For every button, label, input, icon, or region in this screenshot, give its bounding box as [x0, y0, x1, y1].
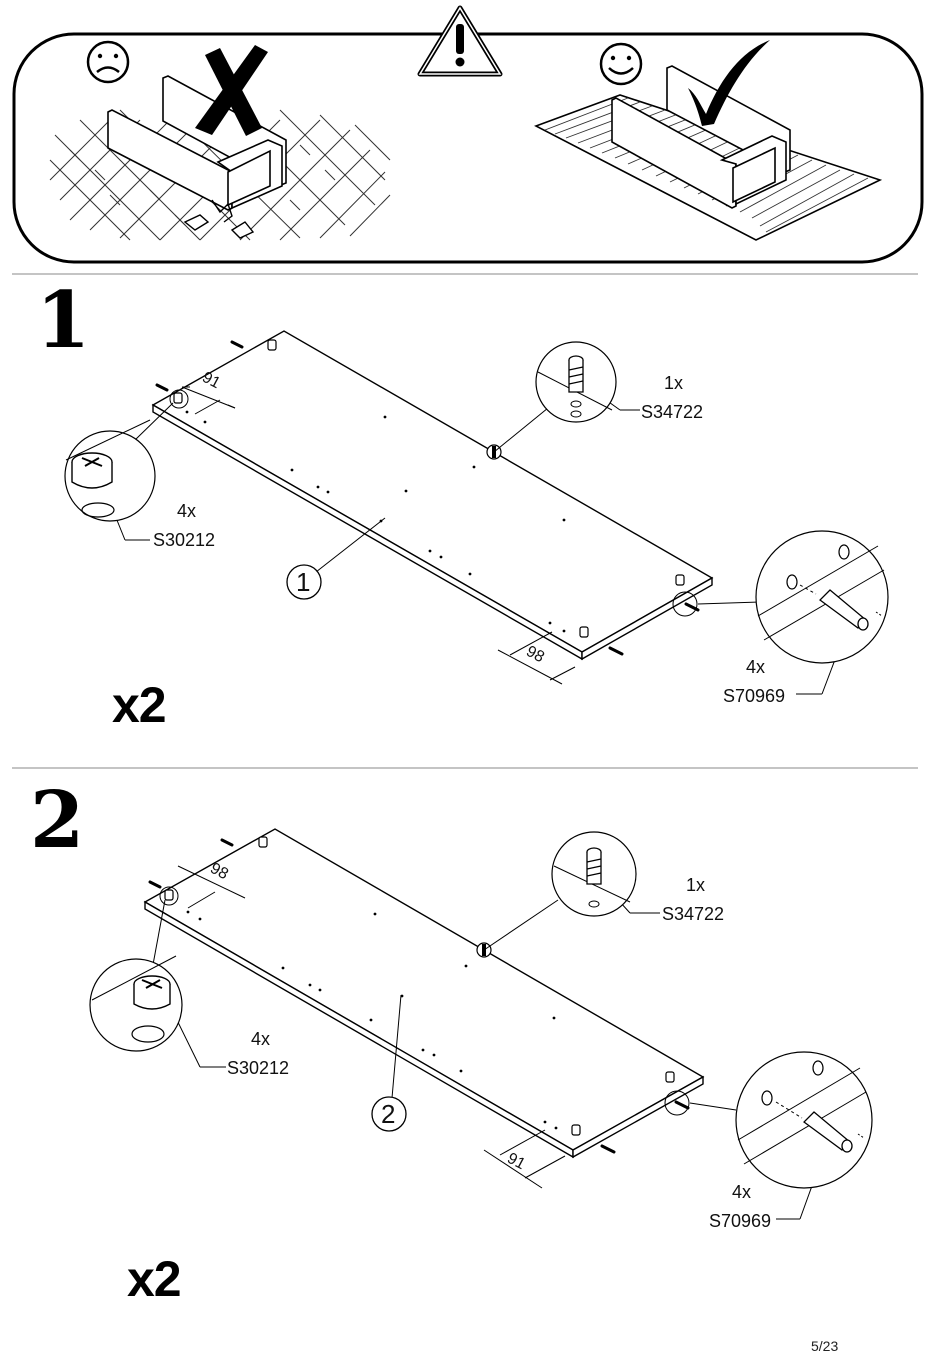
- detail-cam-lock: [64, 419, 156, 522]
- hardware-qty: 4x: [746, 657, 766, 677]
- quantity-multiplier: x2: [112, 677, 167, 733]
- detail-cam-lock: [89, 955, 183, 1052]
- hardware-code: S34722: [641, 402, 704, 422]
- hardware-code: S34722: [662, 904, 725, 924]
- box-correct: [611, 65, 791, 209]
- hardware-code: S70969: [723, 686, 786, 706]
- detail-cam-bolt: [551, 831, 637, 917]
- part-callout-number: 2: [381, 1099, 396, 1129]
- cross-mark-icon: [195, 45, 268, 136]
- step-number: 1: [36, 275, 91, 366]
- happy-face-icon: [599, 42, 643, 86]
- quantity-multiplier: x2: [127, 1251, 182, 1307]
- hardware-qty: 4x: [251, 1029, 271, 1049]
- box-wrong: [107, 75, 287, 211]
- hardware-qty: 1x: [686, 875, 706, 895]
- page-number: 5/23: [811, 1338, 839, 1354]
- step-number: 2: [30, 775, 85, 866]
- warning-triangle-icon: [417, 5, 503, 77]
- hardware-qty: 4x: [732, 1182, 752, 1202]
- hardware-code: S30212: [153, 530, 216, 550]
- hardware-qty: 1x: [664, 373, 684, 393]
- broken-pieces: [183, 199, 255, 239]
- check-mark-icon: [688, 40, 770, 126]
- hardware-code: S70969: [709, 1211, 772, 1231]
- step-1-drawing: [12, 330, 918, 769]
- detail-dowel: [735, 1051, 873, 1189]
- hardware-code: S30212: [227, 1058, 290, 1078]
- part-callout-number: 1: [296, 567, 311, 597]
- detail-dowel: [755, 530, 889, 664]
- detail-cam-bolt: [535, 341, 617, 423]
- hardware-qty: 4x: [177, 501, 197, 521]
- sad-face-icon: [86, 40, 130, 84]
